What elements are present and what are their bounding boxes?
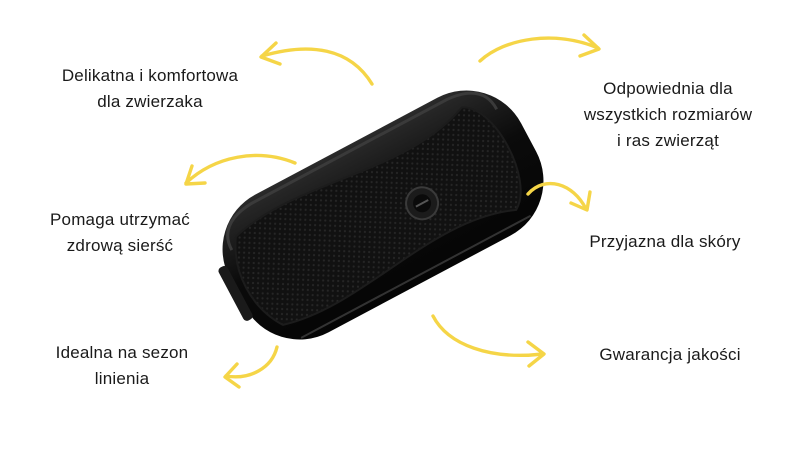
feature-all-sizes: Odpowiednia dla wszystkich rozmiarów i r… [548, 76, 788, 154]
feature-gentle-comfort: Delikatna i komfortowa dla zwierzaka [20, 63, 280, 115]
feature-line: Idealna na sezon [55, 343, 189, 362]
feature-line: dla zwierzaka [97, 92, 203, 111]
feature-line: zdrową sierść [66, 236, 174, 255]
curved-arrow-icon [526, 181, 592, 212]
feature-line: Gwarancja jakości [599, 345, 741, 364]
feature-skin-friendly: Przyjazna dla skóry [560, 229, 770, 255]
curved-arrow-icon [223, 345, 279, 389]
pet-deshedding-brush [218, 90, 544, 340]
curved-arrow-icon [431, 314, 546, 368]
feature-line: i ras zwierząt [617, 131, 719, 150]
feature-line: Pomaga utrzymać [50, 210, 190, 229]
feature-line: Odpowiednia dla [603, 79, 733, 98]
feature-line: wszystkich rozmiarów [583, 105, 753, 124]
feature-line: Przyjazna dla skóry [589, 232, 741, 251]
feature-line: linienia [94, 369, 150, 388]
feature-shedding-season: Idealna na sezon linienia [22, 340, 222, 392]
curved-arrow-icon [184, 153, 297, 186]
feature-line: Delikatna i komfortowa [61, 66, 239, 85]
curved-arrow-icon [259, 41, 374, 86]
feature-quality-guarantee: Gwarancja jakości [565, 342, 775, 368]
curved-arrow-icon [478, 33, 601, 63]
feature-healthy-coat: Pomaga utrzymać zdrową sierść [20, 207, 220, 259]
